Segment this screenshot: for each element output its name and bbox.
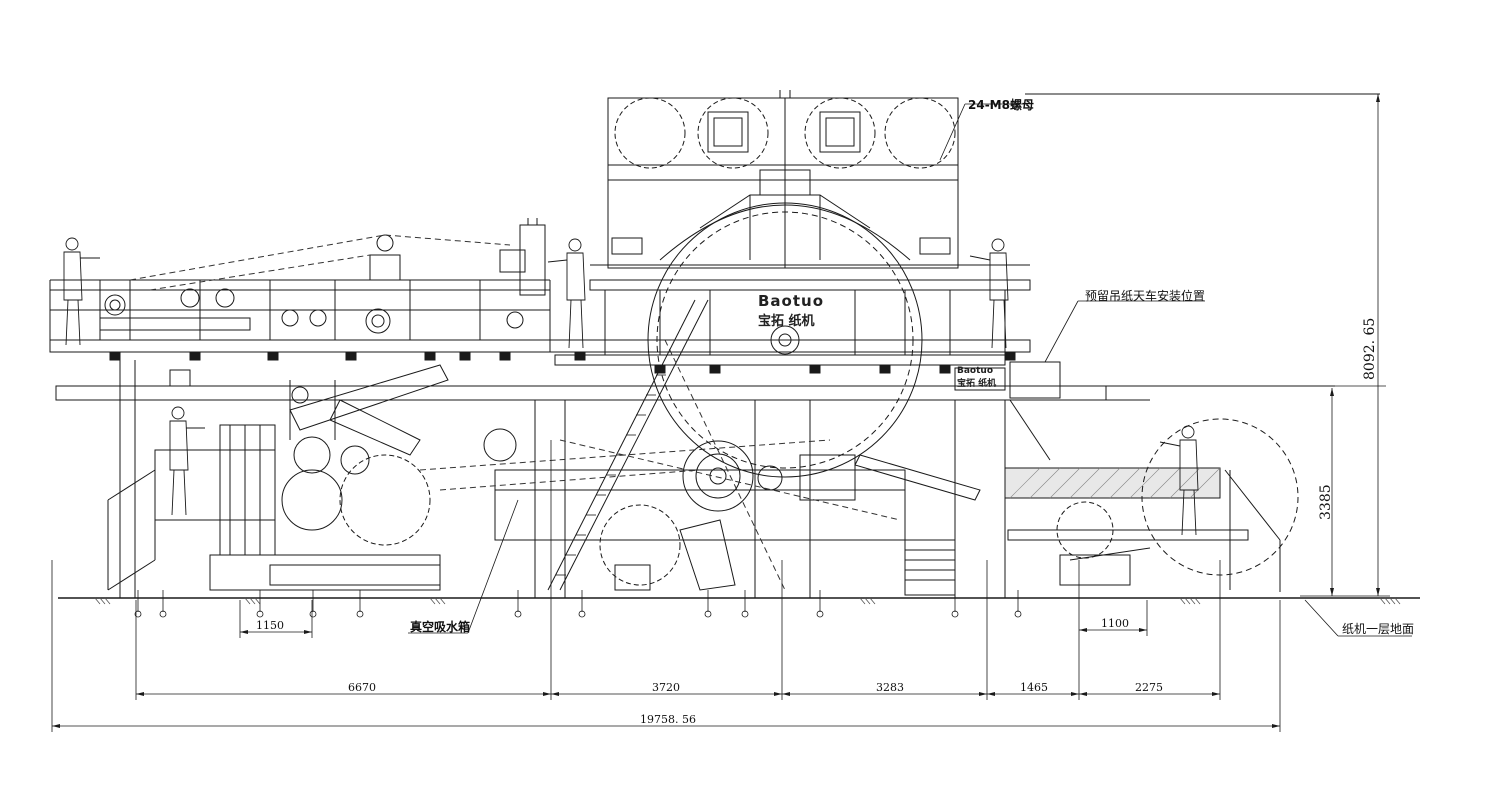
machine-logo-latin: Baotuo [758,292,825,310]
ground-line [58,597,1420,605]
support-columns [119,360,1006,598]
operator-figures [63,237,1199,536]
foundation-feet [134,590,1022,618]
small-logo-latin: Baotuo [957,366,994,376]
upper-walkway [49,218,1031,374]
operating-floor-beam [55,385,1335,401]
dim-3720: 3720 [652,681,680,694]
forming-section [107,364,449,591]
dim-6670: 6670 [348,681,376,694]
nut-label: 24-M8螺母 [968,98,1034,112]
small-logo-cn: 宝拓 纸机 [957,379,997,389]
dim-1150: 1150 [256,619,284,632]
reel-section [854,361,1299,592]
crane-position-label: 预留吊纸天车安装位置 [1085,289,1206,303]
yankee-cylinder [647,202,923,478]
dim-1465: 1465 [1020,681,1048,694]
dim-total-height: 8092. 65 [1362,317,1378,380]
dim-total-length: 19758. 56 [640,713,696,726]
press-section [419,299,956,596]
floor-level-label: 纸机一层地面 [1342,622,1415,636]
leader-lines [408,103,1412,637]
dim-2275: 2275 [1135,681,1163,694]
vacuum-box-label: 真空吸水箱 [410,620,471,634]
yankee-deck [554,237,1031,366]
dim-3283: 3283 [876,681,904,694]
dim-1100: 1100 [1101,617,1129,630]
yankee-hood [607,90,1380,269]
machine-logo-cn: 宝拓 纸机 [758,314,815,329]
dim-deck-height: 3385 [1318,484,1334,520]
dimension-lines [51,94,1390,732]
